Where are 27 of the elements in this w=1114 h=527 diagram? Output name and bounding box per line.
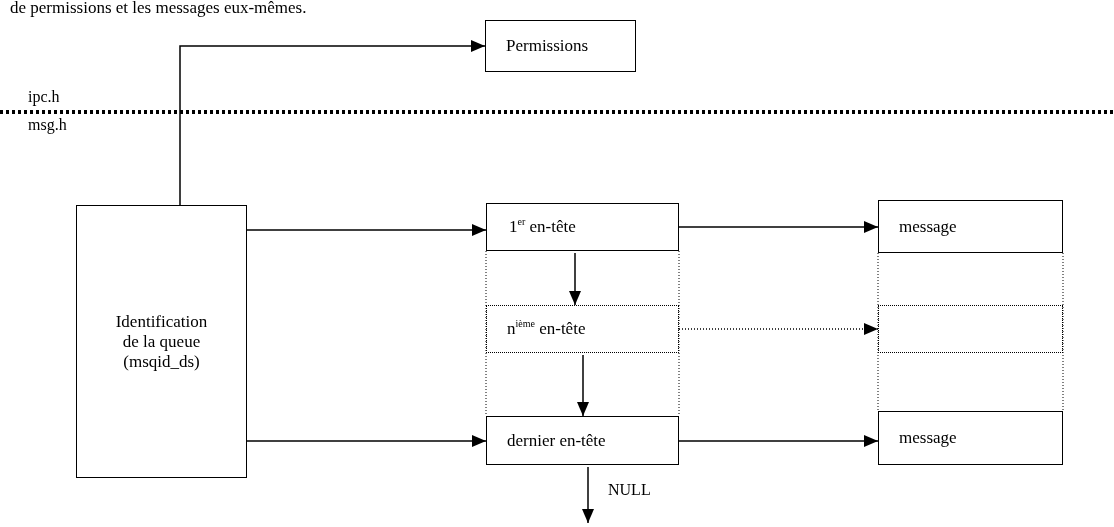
node-text: dernier en-tête	[507, 430, 606, 451]
file-label: ipc.h	[28, 88, 60, 106]
header-box	[486, 305, 679, 353]
node-text: Identification de la queue (msqid_ds)	[114, 311, 209, 372]
box	[878, 200, 1063, 253]
box	[485, 20, 636, 72]
node-text: message	[899, 428, 957, 448]
file-label: msg.h	[28, 116, 67, 134]
node-text: Permissions	[506, 36, 589, 56]
arrow	[569, 252, 581, 306]
arrow	[577, 354, 589, 417]
box	[76, 205, 247, 478]
empty-box	[878, 305, 1063, 353]
arrow	[246, 224, 487, 236]
arrow	[678, 435, 879, 447]
node-text: n$^{ième}$ en-tête	[507, 319, 586, 339]
arrow	[678, 221, 879, 233]
node-text: 1$^{er}$ en-tête	[509, 217, 576, 237]
node-text: message	[899, 216, 957, 237]
arrow	[246, 435, 487, 447]
paragraph-text: de permissions et les messages eux-mêmes.	[10, 0, 307, 18]
box	[486, 203, 679, 251]
arrow	[582, 466, 594, 524]
box	[878, 411, 1063, 465]
arrow	[179, 40, 486, 206]
arrow	[678, 323, 879, 335]
box	[486, 416, 679, 465]
